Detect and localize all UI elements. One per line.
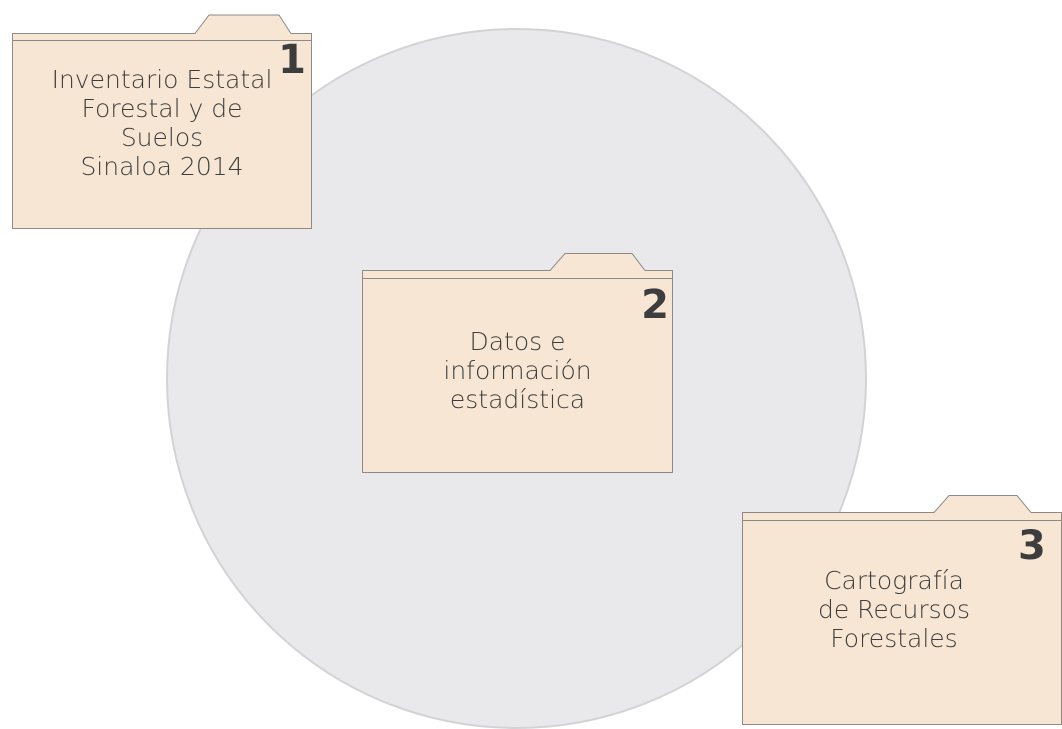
- folder-icon: [362, 253, 673, 473]
- folder-title-line: Forestales: [830, 624, 958, 653]
- folder-icon: [742, 495, 1062, 725]
- folder-title-line: información: [443, 356, 592, 385]
- folder-title-line: Datos e: [469, 327, 566, 356]
- folder-3: 3 Cartografía de Recursos Forestales: [742, 495, 1062, 725]
- folder-title-line: de Recursos: [817, 595, 971, 624]
- folder-2: 2 Datos e información estadística: [362, 253, 673, 473]
- folder-icon: [12, 14, 312, 229]
- folder-number: 1: [278, 37, 306, 83]
- folder-1: 1 Inventario Estatal Forestal y de Suelo…: [12, 14, 312, 229]
- diagram-canvas: 1 Inventario Estatal Forestal y de Suelo…: [12, 14, 1062, 729]
- folder-number: 3: [1018, 523, 1046, 569]
- folder-title-line: Forestal y de: [81, 94, 243, 123]
- folder-title: Cartografía de Recursos Forestales: [742, 566, 1046, 653]
- folder-title: Inventario Estatal Forestal y de Suelos …: [12, 65, 312, 181]
- folder-title-line: Suelos: [120, 123, 204, 152]
- folder-title-line: Inventario Estatal: [51, 65, 273, 94]
- folder-title: Datos e información estadística: [362, 327, 673, 414]
- folder-number: 2: [641, 282, 669, 328]
- folder-title-line: Sinaloa 2014: [80, 152, 244, 181]
- folder-title-line: Cartografía: [824, 566, 964, 595]
- folder-title-line: estadística: [449, 385, 586, 414]
